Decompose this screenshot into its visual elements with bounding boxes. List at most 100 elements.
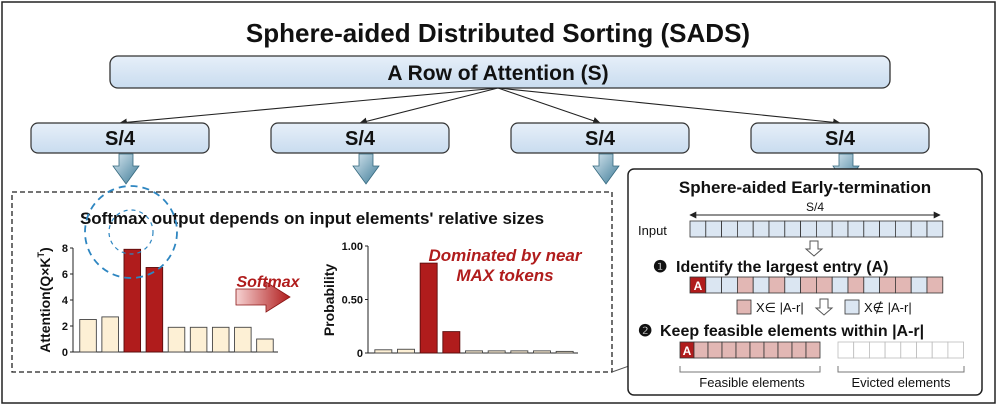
step1-text: Identify the largest entry (A) <box>676 259 888 276</box>
input-cell-4 <box>737 220 754 238</box>
hollow-down-arrow-1 <box>804 240 824 257</box>
chunk-box-4 <box>750 122 930 154</box>
sorted-cell-7 <box>784 276 801 294</box>
largest-cell-label: A <box>694 279 703 293</box>
feasible-cells: A <box>679 341 821 359</box>
bar-9 <box>256 338 274 353</box>
input-cells <box>689 220 944 238</box>
softmax-label: Softmax <box>236 274 300 291</box>
y-tick-label: 8 <box>62 243 68 255</box>
split-arrow-2 <box>359 87 499 126</box>
legend-in-label: X∈ |A-r| <box>756 300 804 315</box>
dominated-annotation-line1: Dominated by near <box>428 246 582 265</box>
distribution-arrows <box>119 87 841 127</box>
legend-out-label: X∉ |A-r| <box>864 300 912 315</box>
input-cell-14 <box>895 220 912 238</box>
chunk-down-arrow-3 <box>592 153 620 185</box>
attention-y-label: Attention(Q×KT) <box>36 247 53 352</box>
input-cell-8 <box>800 220 817 238</box>
input-cell-11 <box>847 220 865 238</box>
evicted-cells <box>837 341 965 359</box>
input-cell-6 <box>768 220 786 238</box>
input-cell-7 <box>784 220 801 238</box>
evicted-cell-1 <box>837 341 855 359</box>
legend-in-swatch <box>736 299 752 315</box>
input-cell-5 <box>752 220 770 238</box>
sorted-cell-11 <box>847 276 865 294</box>
input-cell-16 <box>926 220 944 238</box>
y-tick-label: 0.50 <box>342 295 363 307</box>
attention-y-label-main: Attention(Q×K <box>37 257 53 352</box>
sorted-cell-16 <box>926 276 944 294</box>
y-tick-label: 2 <box>62 321 68 333</box>
bar-8 <box>234 326 252 353</box>
feasible-cell-6 <box>749 341 765 359</box>
probability-y-label: Probability <box>321 264 337 337</box>
input-cell-1 <box>689 220 707 238</box>
chunk-label-1: S/4 <box>105 128 136 150</box>
chunk-box-1 <box>30 122 210 154</box>
y-tick-label: 4 <box>62 295 69 307</box>
bar-3 <box>419 262 438 354</box>
bar-6 <box>487 350 506 354</box>
evicted-cell-4 <box>884 341 902 359</box>
chunk-box-3 <box>510 122 690 154</box>
chunk-box-2 <box>270 122 450 154</box>
bar-2 <box>397 348 415 354</box>
sorted-cell-5 <box>752 276 770 294</box>
input-cell-3 <box>721 220 738 238</box>
sorted-cell-3 <box>721 276 738 294</box>
bar-1 <box>79 319 97 353</box>
attention-y-label-close: ) <box>37 247 53 252</box>
y-tick-label: 6 <box>62 269 68 281</box>
bar-5 <box>167 326 186 353</box>
sorted-cell-8 <box>800 276 817 294</box>
bar-7 <box>510 350 529 354</box>
chunk-down-arrow-1 <box>112 153 140 185</box>
attention-row-label: A Row of Attention (S) <box>387 62 608 85</box>
step1-marker: ❶ <box>653 259 667 276</box>
sorted-cell-6 <box>768 276 786 294</box>
y-tick-label: 0 <box>62 347 68 359</box>
input-cell-9 <box>816 220 833 238</box>
sorted-cell-4 <box>737 276 754 294</box>
evicted-cell-8 <box>947 341 965 359</box>
evicted-cell-7 <box>931 341 949 359</box>
evicted-cell-6 <box>916 341 933 359</box>
evicted-bracket <box>837 366 965 373</box>
split-arrow-3 <box>497 87 601 125</box>
early-termination-title: Sphere-aided Early-termination <box>679 178 931 197</box>
bar-4 <box>442 331 461 354</box>
dominated-annotation-line2: MAX tokens <box>456 266 553 285</box>
sorted-cell-12 <box>863 276 880 294</box>
bar-1 <box>374 349 393 354</box>
step2-marker: ❷ <box>638 323 652 340</box>
sorted-cell-10 <box>831 276 849 294</box>
feasible-largest-label: A <box>683 344 692 358</box>
max-highlight-circle <box>84 185 178 279</box>
attention-y-label-sup: T <box>36 251 46 257</box>
span-label: S/4 <box>806 200 824 214</box>
input-label: Input <box>638 223 667 238</box>
feasible-cell-7 <box>763 341 779 359</box>
split-arrow-4 <box>497 87 841 127</box>
legend-out-swatch <box>844 299 860 315</box>
sorted-cell-15 <box>910 276 928 294</box>
feasible-cell-5 <box>735 341 751 359</box>
input-cell-12 <box>863 220 880 238</box>
diagram-title: Sphere-aided Distributed Sorting (SADS) <box>246 18 750 48</box>
input-cell-10 <box>831 220 849 238</box>
chunk-down-arrow-2 <box>352 153 380 185</box>
input-cell-2 <box>705 220 722 238</box>
sorted-cell-2 <box>705 276 722 294</box>
bar-7 <box>211 326 230 353</box>
input-cell-15 <box>910 220 928 238</box>
bar-3 <box>123 248 142 353</box>
evicted-label: Evicted elements <box>852 375 951 390</box>
chunk-label-4: S/4 <box>825 128 856 150</box>
